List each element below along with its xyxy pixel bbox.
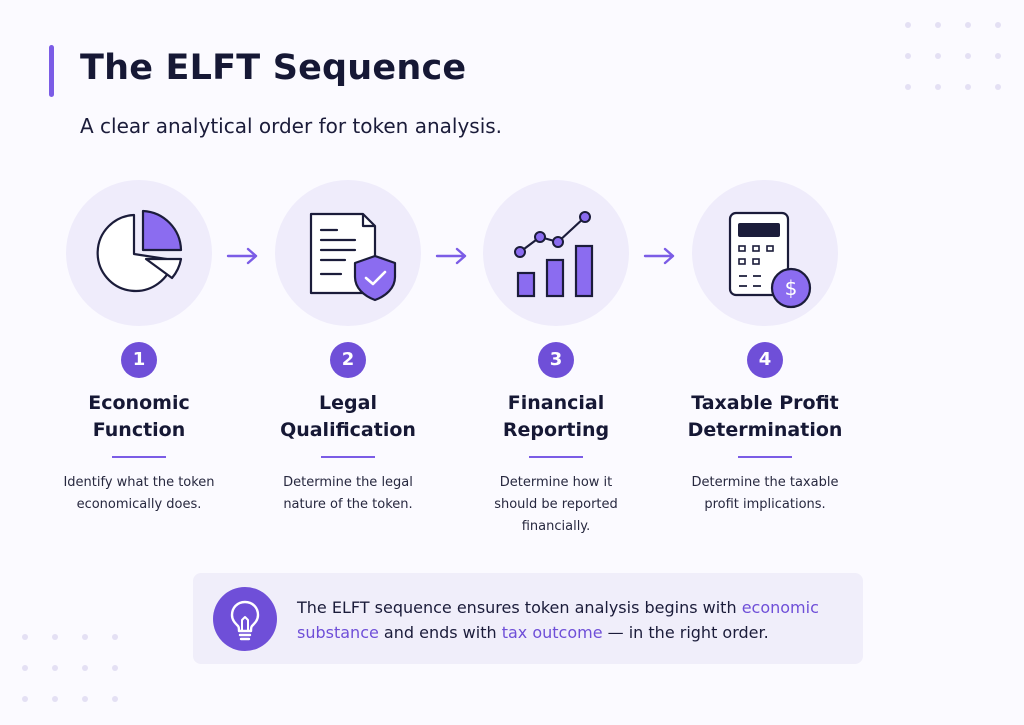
document-shield-icon [309, 212, 397, 302]
decorative-dots-bottom-left [22, 634, 118, 702]
arrow-right-icon [643, 247, 675, 265]
arrow-right-icon [226, 247, 258, 265]
step-divider [112, 456, 166, 458]
step-icon-circle [275, 180, 421, 326]
step-divider [738, 456, 792, 458]
decorative-dots-top-right [905, 22, 1001, 90]
step-title: Financial Reporting [502, 392, 610, 441]
step-taxable-profit-determination: $ 4 Taxable Profit Determination Determi… [665, 180, 865, 516]
step-icon-circle [483, 180, 629, 326]
step-title: Legal Qualification [280, 392, 416, 441]
step-description: Identify what the token economically doe… [63, 475, 215, 512]
pie-chart-icon [96, 209, 183, 292]
step-description: Determine the taxable profit implication… [691, 475, 839, 512]
page-title: The ELFT Sequence [80, 48, 467, 88]
step-number: 2 [330, 342, 366, 378]
svg-text:$: $ [785, 276, 798, 300]
step-divider [529, 456, 583, 458]
step-economic-function: 1 Economic Function Identify what the to… [39, 180, 239, 516]
step-number: 3 [538, 342, 574, 378]
step-legal-qualification: 2 Legal Qualification Determine the lega… [248, 180, 448, 516]
page-subtitle: A clear analytical order for token analy… [80, 114, 503, 138]
callout-text: The ELFT sequence ensures token analysis… [297, 598, 819, 642]
step-number: 1 [121, 342, 157, 378]
summary-callout: The ELFT sequence ensures token analysis… [193, 573, 863, 664]
step-title: Taxable Profit Determination [687, 392, 843, 441]
arrow-right-icon [435, 247, 467, 265]
step-description: Determine how it should be reported fina… [494, 475, 618, 534]
step-divider [321, 456, 375, 458]
lightbulb-icon [213, 587, 277, 651]
step-icon-circle: $ [692, 180, 838, 326]
step-number: 4 [747, 342, 783, 378]
highlight-tax-outcome: tax outcome [501, 623, 603, 642]
step-description: Determine the legal nature of the token. [283, 475, 413, 512]
title-accent-bar [49, 45, 54, 97]
step-icon-circle [66, 180, 212, 326]
bar-line-chart-icon [514, 211, 594, 298]
highlight-economic-substance: economic substance [297, 598, 819, 642]
step-financial-reporting: 3 Financial Reporting Determine how it s… [456, 180, 656, 538]
step-title: Economic Function [88, 392, 190, 441]
calculator-dollar-icon: $ [728, 211, 812, 309]
